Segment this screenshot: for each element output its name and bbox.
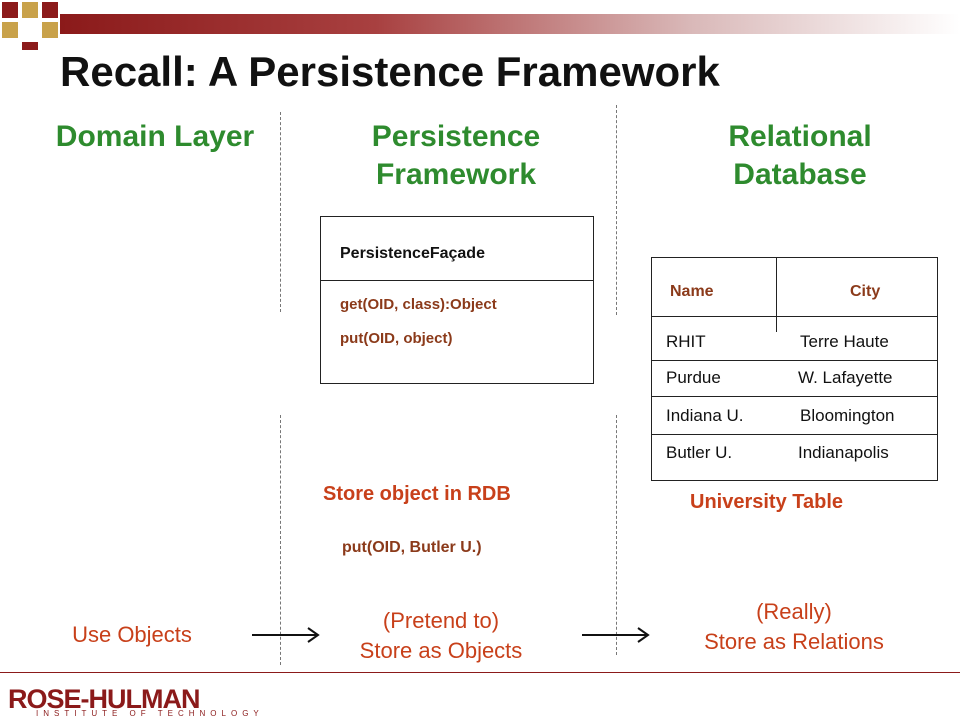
flow-pretend-store: (Pretend to) Store as Objects bbox=[330, 606, 552, 666]
decor-square bbox=[22, 2, 38, 18]
table-row-divider bbox=[652, 360, 937, 361]
table-header-divider bbox=[652, 316, 937, 317]
table-header-name: Name bbox=[670, 283, 714, 300]
persistence-facade-box: PersistenceFaçade get(OID, class):Object… bbox=[320, 216, 594, 384]
heading-domain-text: Domain Layer bbox=[55, 120, 255, 153]
table-cell-name: Butler U. bbox=[666, 443, 733, 462]
heading-database-line1: Relational bbox=[728, 120, 872, 153]
facade-method-put: put(OID, object) bbox=[340, 330, 453, 347]
header-gradient-bar bbox=[60, 14, 960, 34]
store-object-label: Store object in RDB bbox=[323, 483, 511, 505]
facade-divider bbox=[321, 280, 593, 281]
heading-domain-layer: Domain Layer bbox=[30, 118, 280, 156]
slide-title: Recall: A Persistence Framework bbox=[60, 48, 720, 95]
table-cell-city: Bloomington bbox=[800, 406, 895, 425]
facade-method-get: get(OID, class):Object bbox=[340, 296, 497, 313]
separator-right-lower bbox=[616, 415, 617, 655]
flow-really-line1: (Really) bbox=[756, 599, 832, 624]
table-cell-city: W. Lafayette bbox=[798, 368, 893, 387]
decor-square bbox=[2, 22, 18, 38]
header-decoration bbox=[0, 0, 960, 50]
table-cell-name: Purdue bbox=[666, 368, 721, 387]
table-cell-name: RHIT bbox=[666, 332, 706, 351]
flow-use-objects: Use Objects bbox=[72, 622, 192, 647]
separator-right-upper bbox=[616, 105, 617, 315]
separator-left-upper bbox=[280, 112, 281, 312]
heading-persistence-line1: Persistence bbox=[371, 120, 541, 153]
decor-square bbox=[42, 22, 58, 38]
decor-square bbox=[22, 42, 38, 50]
flow-really-line2: Store as Relations bbox=[704, 629, 884, 654]
rose-hulman-logo-subtitle: INSTITUTE OF TECHNOLOGY bbox=[36, 709, 264, 718]
decor-square bbox=[2, 2, 18, 18]
university-table: Name City RHIT Terre Haute Purdue W. Laf… bbox=[651, 257, 938, 481]
table-cell-city: Indianapolis bbox=[798, 443, 889, 462]
table-row-divider bbox=[652, 434, 937, 435]
rose-hulman-logo: ROSE-HULMAN bbox=[8, 684, 200, 714]
flow-pretend-line2: Store as Objects bbox=[359, 638, 523, 663]
heading-relational-database: Relational Database bbox=[660, 118, 940, 194]
table-cell-name: Indiana U. bbox=[666, 406, 744, 425]
heading-database-line2: Database bbox=[733, 158, 867, 191]
heading-persistence-line2: Framework bbox=[375, 158, 537, 191]
footer-divider bbox=[0, 672, 960, 673]
decor-square bbox=[42, 2, 58, 18]
table-header-city: City bbox=[850, 283, 881, 300]
flow-arrow-2 bbox=[582, 627, 650, 643]
university-table-caption: University Table bbox=[690, 491, 844, 513]
table-cell-city: Terre Haute bbox=[800, 332, 889, 351]
separator-left-lower bbox=[280, 415, 281, 665]
flow-really-store: (Really) Store as Relations bbox=[668, 597, 920, 657]
heading-persistence-framework: Persistence Framework bbox=[318, 118, 594, 194]
facade-class-name: PersistenceFaçade bbox=[340, 245, 485, 262]
put-call-example: put(OID, Butler U.) bbox=[342, 539, 482, 556]
table-column-divider bbox=[776, 258, 777, 332]
table-row-divider bbox=[652, 396, 937, 397]
flow-pretend-line1: (Pretend to) bbox=[382, 608, 500, 633]
flow-arrow-1 bbox=[252, 627, 320, 643]
